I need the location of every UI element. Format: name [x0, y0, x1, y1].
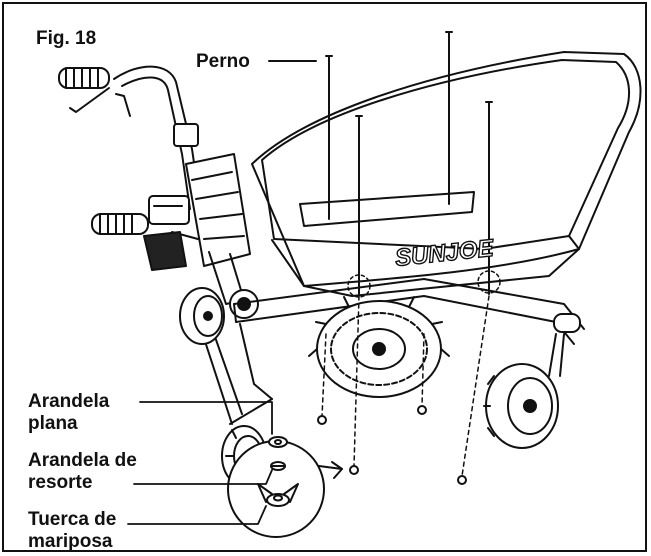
bolt-hole-markers	[347, 270, 501, 298]
wheelbarrow-assembly-illustration: SUNJOE	[58, 31, 642, 538]
bolts	[325, 31, 493, 295]
drive-wheel	[308, 296, 450, 398]
nut-hardware	[317, 405, 467, 485]
wing-nut-label-line1: Tuerca de	[28, 509, 117, 530]
lower-grip	[91, 213, 149, 235]
rear-wheel	[179, 287, 225, 345]
flat-washer-label-line1: Arandela	[28, 391, 110, 412]
bolt-dashed-paths	[321, 295, 490, 477]
detail-zoom-circle	[227, 440, 343, 538]
tray	[251, 51, 642, 297]
flat-washer-label-line2: plana	[28, 412, 78, 434]
flat-washer-label: Arandela plana	[28, 391, 109, 435]
wing-nut-label-line2: mariposa	[28, 530, 113, 552]
spring-washer-label: Arandela de resorte	[28, 450, 137, 494]
flat-washer-icon	[268, 436, 288, 448]
bolt-label: Perno	[196, 51, 250, 72]
spring-washer-label-line2: resorte	[28, 471, 93, 493]
upper-grip	[58, 67, 131, 117]
hardware-leader-lines	[127, 401, 273, 525]
figure-title: Fig. 18	[36, 28, 97, 49]
spring-washer-icon	[270, 461, 286, 471]
control-box	[143, 123, 259, 319]
front-wheel	[483, 363, 559, 449]
wing-nut-label: Tuerca de mariposa	[28, 509, 117, 552]
spring-washer-label-line1: Arandela de	[28, 450, 137, 471]
wing-nut-icon	[257, 483, 299, 507]
